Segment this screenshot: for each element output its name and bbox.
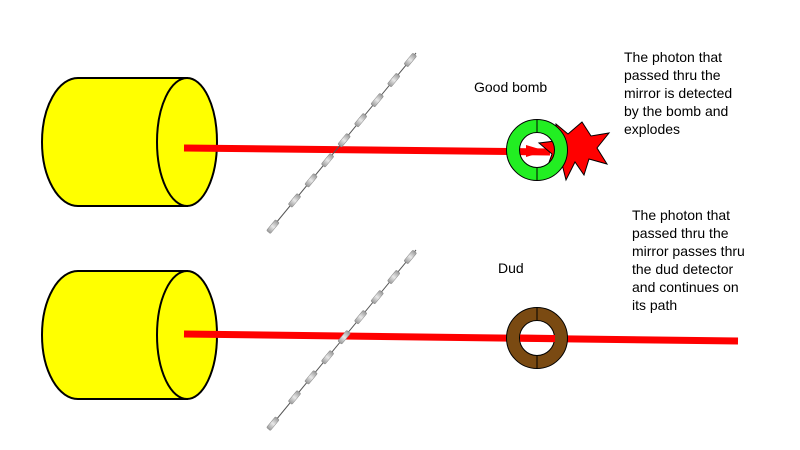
- dud-caption: The photon that passed thru the mirror p…: [632, 206, 745, 314]
- light-source-top-icon: [41, 77, 218, 207]
- photon-beam-through-dud: [519, 334, 556, 342]
- caption-line: its path: [632, 297, 678, 313]
- caption-line: and continues on: [632, 279, 739, 295]
- beam-splitter-bottom-icon: [266, 249, 417, 431]
- caption-line: passed thru the: [624, 67, 721, 83]
- good-bomb-setup: [41, 52, 611, 234]
- dud-setup: [41, 249, 739, 431]
- dud-detector-icon: [506, 307, 568, 369]
- caption-line: The photon that: [632, 207, 731, 223]
- dud-label: Dud: [498, 260, 524, 276]
- good-bomb-detector-icon: [506, 119, 568, 181]
- caption-line: explodes: [624, 121, 681, 137]
- caption-line: mirror passes thru: [632, 243, 745, 259]
- photon-beam-bottom: [183, 330, 739, 345]
- caption-line: the dud detector: [632, 261, 734, 277]
- beam-splitter-top-icon: [266, 52, 417, 234]
- beam-tip-top: [526, 145, 546, 157]
- good-bomb-label: Good bomb: [474, 79, 548, 95]
- caption-line: mirror is detected: [624, 85, 733, 101]
- caption-line: passed thru the: [632, 225, 729, 241]
- caption-line: The photon that: [624, 49, 723, 65]
- caption-line: by the bomb and: [624, 103, 729, 119]
- photon-beam-top: [183, 144, 551, 156]
- good-bomb-caption: The photon that passed thru the mirror i…: [624, 48, 732, 138]
